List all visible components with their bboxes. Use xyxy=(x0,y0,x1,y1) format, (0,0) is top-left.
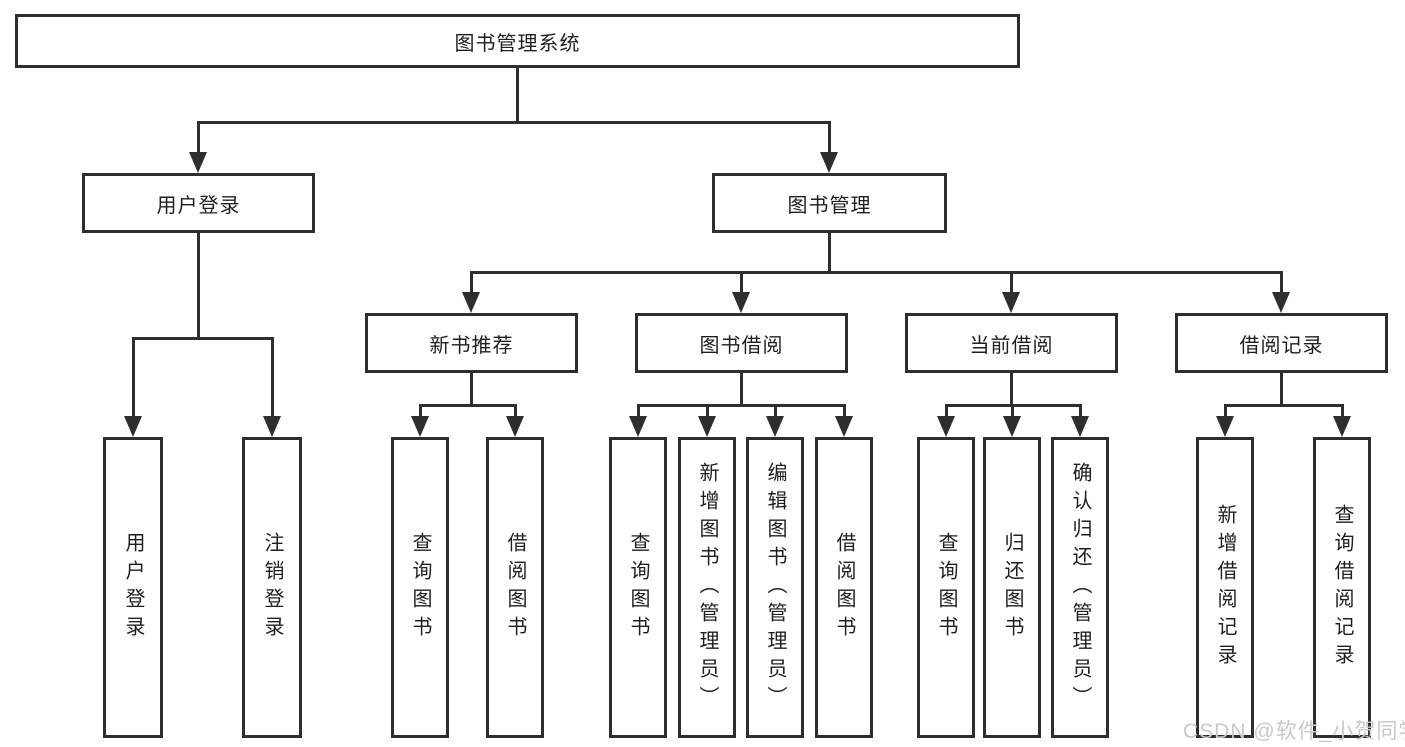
connector-line xyxy=(774,404,777,422)
arrow-down-icon xyxy=(820,152,838,173)
leaf-query-books: 查询图书 xyxy=(609,437,667,738)
connector-line xyxy=(1079,404,1082,422)
connector-line xyxy=(828,121,831,159)
arrow-down-icon xyxy=(124,416,142,437)
leaf-add-borrow-record: 新增借阅记录 xyxy=(1196,437,1254,738)
connector-line xyxy=(828,233,831,274)
connector-line xyxy=(1280,271,1283,297)
arrow-down-icon xyxy=(1216,416,1234,437)
leaf-borrow-books: 借阅图书 xyxy=(815,437,873,738)
arrow-down-icon xyxy=(732,292,750,313)
leaf-logout-login: 注销登录 xyxy=(242,437,302,738)
arrow-down-icon xyxy=(411,416,429,437)
arrow-down-icon xyxy=(263,416,281,437)
connector-line xyxy=(419,404,516,407)
arrow-down-icon xyxy=(937,416,955,437)
arrow-down-icon xyxy=(766,416,784,437)
arrow-down-icon xyxy=(835,416,853,437)
leaf-user-login: 用户登录 xyxy=(103,437,163,738)
watermark-csdn: CSDN @软件_小贺同学 xyxy=(1183,720,1405,743)
connector-line xyxy=(945,404,948,422)
leaf-borrow-books: 借阅图书 xyxy=(486,437,544,738)
leaf-return-books: 归还图书 xyxy=(983,437,1041,738)
connector-line xyxy=(1224,404,1343,407)
connector-line xyxy=(197,233,200,340)
connector-line xyxy=(516,68,519,124)
node-library-management-system: 图书管理系统 xyxy=(15,14,1020,68)
connector-line xyxy=(740,373,743,407)
arrow-down-icon xyxy=(629,416,647,437)
connector-line xyxy=(1010,271,1013,297)
connector-line xyxy=(419,404,422,422)
connector-line xyxy=(637,404,640,422)
connector-line xyxy=(1010,373,1013,407)
connector-line xyxy=(271,337,274,422)
arrow-down-icon xyxy=(189,152,207,173)
arrow-down-icon xyxy=(1272,292,1290,313)
connector-line xyxy=(637,404,845,407)
leaf-edit-books-admin: 编辑图书（管理员） xyxy=(746,437,804,738)
leaf-confirm-return-admin: 确认归还（管理员） xyxy=(1051,437,1109,738)
leaf-query-books: 查询图书 xyxy=(391,437,449,738)
connector-line xyxy=(843,404,846,422)
connector-line xyxy=(132,337,274,340)
arrow-down-icon xyxy=(462,292,480,313)
connector-line xyxy=(470,271,1283,274)
node-borrowing-records: 借阅记录 xyxy=(1175,313,1388,373)
connector-line xyxy=(1011,404,1014,422)
connector-line xyxy=(706,404,709,422)
arrow-down-icon xyxy=(1003,416,1021,437)
node-user-login: 用户登录 xyxy=(82,173,315,233)
leaf-query-borrow-record: 查询借阅记录 xyxy=(1313,437,1371,738)
connector-line xyxy=(132,337,135,422)
arrow-down-icon xyxy=(1071,416,1089,437)
connector-line xyxy=(197,121,831,124)
connector-line xyxy=(1224,404,1227,422)
leaf-add-books-admin: 新增图书（管理员） xyxy=(678,437,736,738)
connector-line xyxy=(1280,373,1283,407)
connector-line xyxy=(470,271,473,297)
arrow-down-icon xyxy=(698,416,716,437)
connector-line xyxy=(514,404,517,422)
connector-line xyxy=(470,373,473,407)
arrow-down-icon xyxy=(1002,292,1020,313)
arrow-down-icon xyxy=(1333,416,1351,437)
connector-line xyxy=(1341,404,1344,422)
node-book-management: 图书管理 xyxy=(712,173,947,233)
leaf-query-books: 查询图书 xyxy=(917,437,975,738)
connector-line xyxy=(740,271,743,297)
node-new-book-recommendation: 新书推荐 xyxy=(365,313,578,373)
arrow-down-icon xyxy=(506,416,524,437)
node-current-borrowing: 当前借阅 xyxy=(905,313,1118,373)
connector-line xyxy=(197,121,200,159)
node-book-borrowing: 图书借阅 xyxy=(635,313,848,373)
